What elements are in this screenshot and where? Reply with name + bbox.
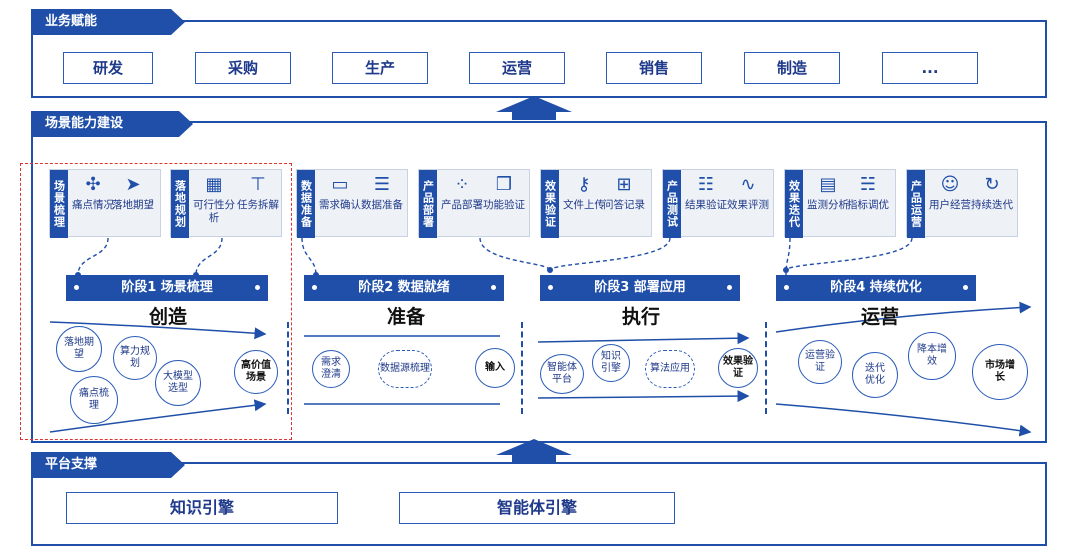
stage-card-7: 效果迭代 ▤监测分析 ☵指标调优 (784, 169, 896, 238)
key-icon: ⚷ (577, 174, 591, 195)
stage2-item-1: ▦可行性分析 (193, 174, 235, 224)
phase-bar-3: 阶段3 部署应用 (540, 275, 740, 301)
platform-knowledge-engine: 知识引擎 (66, 492, 338, 524)
circle-pain-points: 痛点梳理 (70, 376, 118, 424)
phase-bar-1: 阶段1 场景梳理 (66, 275, 268, 301)
circle-iterative-optimize: 迭代优化 (852, 352, 898, 398)
stage1-item-2: ➤落地期望 (112, 174, 154, 211)
up-arrow-bottom (496, 439, 572, 455)
biz-item-purchase: 采购 (195, 52, 291, 84)
stage-label-1: 场景梳理 (50, 170, 68, 238)
up-arrow-top (496, 96, 572, 112)
phase-bar-4: 阶段4 持续优化 (776, 275, 976, 301)
circle-knowledge-engine: 知识引擎 (592, 344, 630, 382)
clipboard-chart-icon: ▤ (819, 174, 837, 195)
biz-item-rd: 研发 (63, 52, 153, 84)
stage-label-3: 数据准备 (297, 170, 315, 238)
circle-input: 输入 (475, 348, 515, 388)
phase-divider-1 (287, 322, 289, 414)
stage4-item-1: ⁘产品部署 (441, 174, 483, 211)
stage4-item-2: ❒功能验证 (483, 174, 525, 211)
stage-label-4: 产品部署 (419, 170, 437, 238)
stage5-item-1: ⚷文件上传 (563, 174, 605, 211)
phase-title-2: 准备 (386, 306, 425, 328)
stage-card-6: 产品测试 ☷结果验证 ∿效果评测 (662, 169, 774, 238)
database-icon: ☰ (373, 174, 391, 195)
phase-title-3: 执行 (621, 306, 660, 328)
bars-sparkle-icon: ▦ (205, 174, 223, 195)
stage-card-5: 效果验证 ⚷文件上传 ⊞问答记录 (540, 169, 652, 238)
capability-section-tab: 场景能力建设 (31, 111, 193, 137)
stage1-item-1: ✣痛点情况 (72, 174, 114, 211)
users-icon: ☺ (940, 174, 960, 195)
sliders-icon: ☵ (859, 174, 877, 195)
stage7-item-1: ▤监测分析 (807, 174, 849, 211)
circle-requirement-clarify: 需求澄清 (312, 350, 350, 388)
circle-effect-verify: 效果验证 (718, 348, 758, 388)
circle-agent-platform: 智能体平台 (540, 354, 584, 394)
stage-label-5: 效果验证 (541, 170, 559, 238)
phase-divider-2 (521, 322, 523, 414)
phase-title-4: 运营 (860, 306, 899, 328)
circle-market-growth: 市场增长 (972, 344, 1028, 400)
biz-item-sales: 销售 (606, 52, 702, 84)
stage6-item-1: ☷结果验证 (685, 174, 727, 211)
circle-high-value-scene: 高价值场景 (234, 350, 278, 394)
stage7-item-2: ☵指标调优 (847, 174, 889, 211)
stage-card-4: 产品部署 ⁘产品部署 ❒功能验证 (418, 169, 530, 238)
stage-card-3: 数据准备 ▭需求确认 ☰数据准备 (296, 169, 408, 238)
stage3-item-1: ▭需求确认 (319, 174, 361, 211)
navigation-icon: ➤ (125, 174, 141, 195)
circle-datasource-sort: 数据源梳理 (378, 350, 432, 388)
dot-grid-icon: ⁘ (454, 174, 470, 195)
biz-item-manufacture: 制造 (744, 52, 840, 84)
list-icon: ☷ (697, 174, 715, 195)
stage-card-8: 产品运营 ☺用户经营 ↻持续迭代 (906, 169, 1018, 238)
biz-item-operation: 运营 (469, 52, 565, 84)
up-arrow-top-stem (512, 111, 556, 120)
biz-item-production: 生产 (332, 52, 428, 84)
phase-bar-2: 阶段2 数据就绪 (304, 275, 504, 301)
phase-divider-3 (765, 322, 767, 414)
circle-llm-selection: 大模型选型 (155, 360, 201, 406)
refresh-icon: ↻ (984, 174, 1000, 195)
stage-label-8: 产品运营 (907, 170, 925, 238)
platform-agent-engine: 智能体引擎 (399, 492, 675, 524)
stage-label-2: 落地规划 (171, 170, 189, 238)
monitor-icon: ▭ (331, 174, 349, 195)
stage3-item-2: ☰数据准备 (361, 174, 403, 211)
stage-label-6: 产品测试 (663, 170, 681, 238)
stage8-item-1: ☺用户经营 (929, 174, 971, 211)
phase1-highlight-frame (20, 163, 292, 440)
platform-section-tab: 平台支撑 (31, 452, 185, 478)
pulse-icon: ∿ (740, 174, 756, 195)
stage-label-7: 效果迭代 (785, 170, 803, 238)
stage2-item-2: ⊤任务拆解 (237, 174, 279, 211)
stage-card-2: 落地规划 ▦可行性分析 ⊤任务拆解 (170, 169, 282, 238)
puzzle-icon: ✣ (85, 174, 101, 195)
org-chart-icon: ⊤ (250, 174, 266, 195)
circle-compute-planning: 算力规划 (113, 336, 157, 380)
business-section-tab: 业务赋能 (31, 9, 185, 35)
network-icon: ⊞ (616, 174, 632, 195)
circle-landing-expectation: 落地期望 (56, 326, 102, 372)
stage8-item-2: ↻持续迭代 (971, 174, 1013, 211)
phase-title-1: 创造 (148, 306, 187, 328)
cubes-icon: ❒ (495, 174, 513, 195)
circle-operation-verify: 运营验证 (798, 340, 842, 384)
stage5-item-2: ⊞问答记录 (603, 174, 645, 211)
up-arrow-bottom-stem (512, 454, 556, 462)
biz-item-more: ... (882, 52, 978, 84)
stage6-item-2: ∿效果评测 (727, 174, 769, 211)
circle-algorithm-apply: 算法应用 (645, 350, 695, 388)
circle-cost-reduction: 降本增效 (908, 332, 956, 380)
stage-card-1: 场景梳理 ✣痛点情况 ➤落地期望 (49, 169, 161, 238)
